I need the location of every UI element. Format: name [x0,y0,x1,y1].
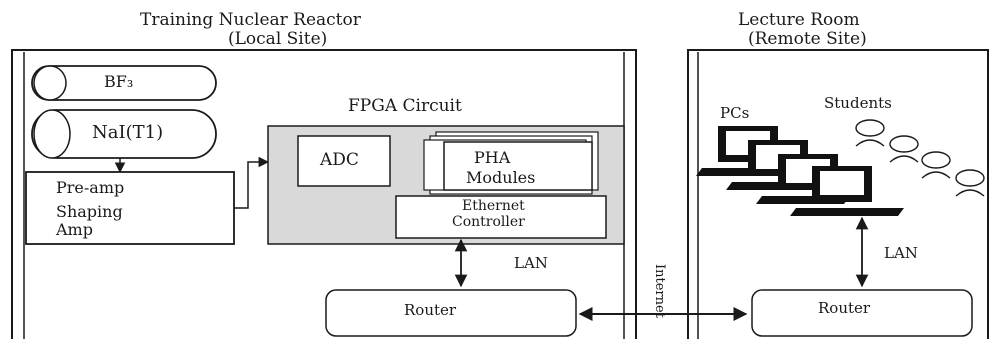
pha-module-front [443,141,593,191]
controller-label: Controller [452,214,525,230]
student-figure [889,135,919,163]
pc-computer [790,166,904,216]
ethernet-controller-box [395,195,607,239]
pcs-label: PCs [720,104,750,122]
fpga-title: FPGA Circuit [348,96,462,116]
bf3-label: BF₃ [104,72,134,91]
students-label: Students [824,94,892,112]
adc-label: ADC [320,150,359,170]
preamp-label: Pre-amp [56,178,125,197]
nai-detector-cap [33,109,71,159]
preamp-to-fpga-arrow [234,156,270,209]
remote-site-subtitle: (Remote Site) [748,29,867,49]
student-figure [855,119,885,147]
student-figure [921,151,951,179]
internet-label: Internet [652,264,667,319]
remote-lan-label: LAN [884,244,918,262]
local-lan-label: LAN [514,254,548,272]
amp-label: Amp [56,220,93,239]
modules-label: Modules [466,168,536,187]
bf3-detector [31,65,217,101]
remote-site-title: Lecture Room [738,10,860,30]
ethernet-label: Ethernet [462,198,525,214]
bf3-detector-cap [33,65,67,101]
preamp-box [25,171,235,245]
local-router [325,289,577,337]
nai-label: NaI(T1) [92,122,164,143]
local-site-subtitle: (Local Site) [228,29,328,49]
shaping-label: Shaping [56,202,123,221]
adc-box [297,135,391,187]
local-router-label: Router [404,301,457,319]
remote-router-label: Router [818,299,871,317]
student-figure [955,169,985,197]
nai-detector [31,109,217,159]
local-site-title: Training Nuclear Reactor [140,10,361,30]
remote-router [751,289,973,337]
pha-label: PHA [474,148,511,167]
